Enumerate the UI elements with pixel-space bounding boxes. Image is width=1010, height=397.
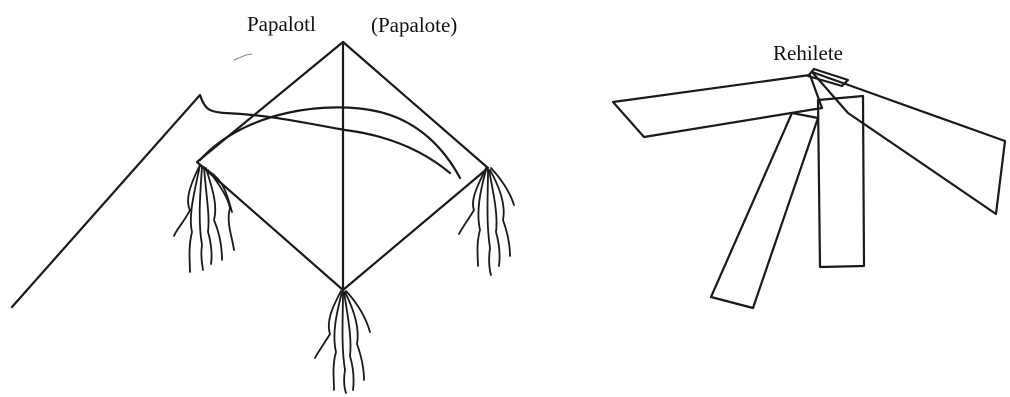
pinwheel-blade-left	[613, 75, 822, 137]
kite-fringe-left	[174, 165, 234, 272]
pinwheel-drawing	[613, 69, 1005, 308]
kite-drawing	[12, 42, 514, 393]
kite-string	[12, 95, 450, 307]
pinwheel-stick	[818, 96, 864, 267]
pinwheel-blade-right	[812, 72, 1005, 214]
kite-fringe-bottom	[315, 291, 370, 393]
stray-mark	[234, 54, 252, 60]
kite-bow-spar	[200, 107, 460, 178]
pinwheel-blade-lower	[711, 113, 818, 308]
